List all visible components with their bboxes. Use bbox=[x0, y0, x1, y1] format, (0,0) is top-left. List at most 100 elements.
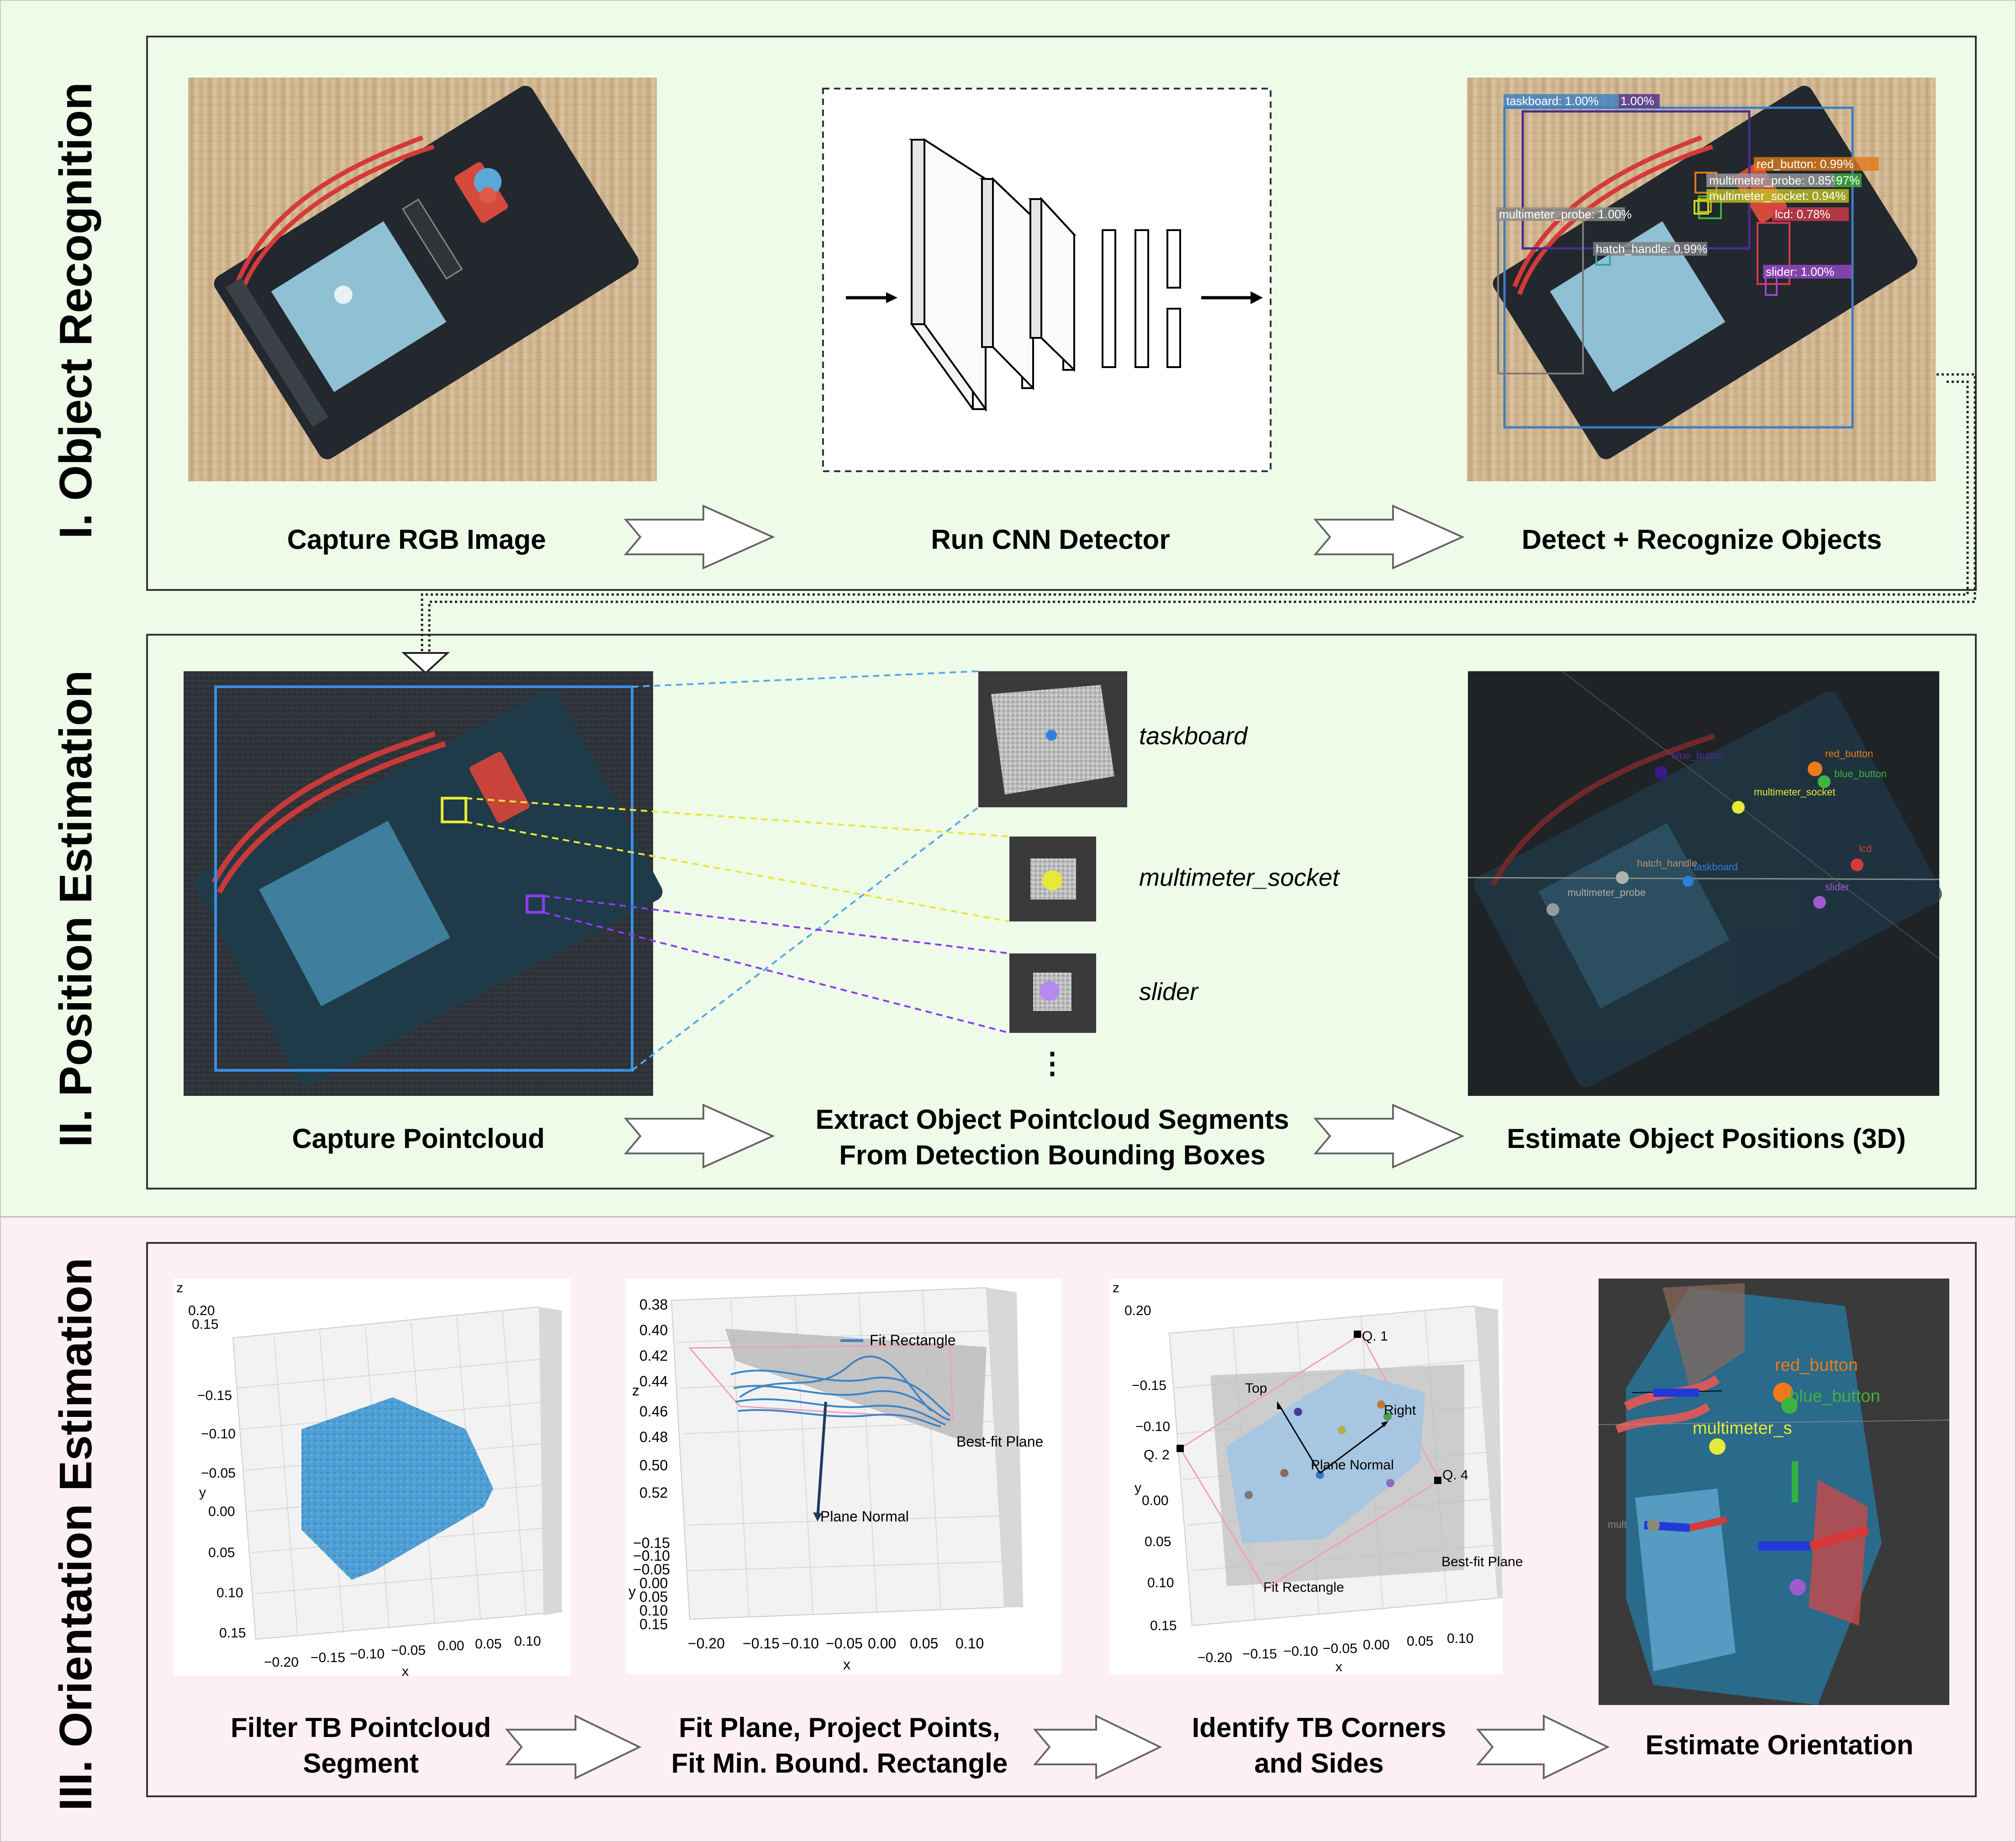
p2-zlabel: z bbox=[632, 1382, 639, 1399]
p2-normal-label: Plane Normal bbox=[820, 1508, 909, 1525]
p2-xtick: 0.00 bbox=[868, 1635, 896, 1652]
plot-filter-tb-segment: z 0.20 0.15 −0.15 −0.10 −0.05 0.00 0.05 … bbox=[174, 1279, 571, 1679]
p2-xtick: −0.10 bbox=[782, 1635, 819, 1652]
step-identify-corners-line1: Identify TB Corners bbox=[1192, 1712, 1446, 1743]
panel-orientation-estimation bbox=[146, 1242, 1977, 1797]
p2-ztick: 0.46 bbox=[639, 1403, 668, 1420]
plot-fit-plane: Fit Rectangle Best-fit Plane Plane Norma… bbox=[626, 1279, 1061, 1674]
p2-xtick: 0.10 bbox=[955, 1635, 984, 1652]
p3-right-label: Right bbox=[1384, 1403, 1416, 1418]
det-label-multimeter-probe-b: multimeter_probe: 1.00% bbox=[1499, 207, 1631, 221]
p1-ytick: −0.10 bbox=[201, 1426, 236, 1442]
p1-xtick: 0.00 bbox=[438, 1638, 464, 1653]
p2-ytick: −0.05 bbox=[633, 1561, 670, 1578]
p3-xtick: 0.05 bbox=[1407, 1634, 1433, 1649]
flow-arrow-icon bbox=[623, 504, 775, 570]
segment-label-multimeter-socket: multimeter_socket bbox=[1139, 864, 1340, 891]
p2-ztick: 0.38 bbox=[639, 1296, 668, 1313]
p2-plane-label: Best-fit Plane bbox=[956, 1433, 1043, 1450]
p1-ytick: −0.05 bbox=[201, 1466, 236, 1481]
p1-ylabel: y bbox=[199, 1485, 206, 1500]
pos-label-blue-button: blue_button bbox=[1834, 768, 1887, 779]
pos-label-slider: slider bbox=[1825, 881, 1849, 893]
pos-label-hatch-handle: hatch_handle bbox=[1637, 858, 1697, 869]
p1-ztop: 0.20 bbox=[188, 1303, 215, 1318]
p2-ylabel: y bbox=[628, 1583, 636, 1600]
p1-xtick: −0.15 bbox=[311, 1650, 345, 1665]
step-detect-recognize-objects: Detect + Recognize Objects bbox=[1522, 524, 1882, 555]
p1-xtick: 0.05 bbox=[475, 1637, 501, 1652]
p1-xtick: 0.10 bbox=[514, 1634, 541, 1649]
segment-slider bbox=[1009, 953, 1096, 1033]
det-label-taskboard: taskboard: 1.00% bbox=[1506, 94, 1599, 108]
det-label-hatch: 1.00% bbox=[1620, 94, 1654, 108]
panel-object-recognition bbox=[146, 36, 1977, 591]
pos-label-hatch: blue_button bbox=[1672, 750, 1724, 761]
segment-multimeter-socket bbox=[1009, 837, 1096, 921]
p3-ylabel: y bbox=[1135, 1480, 1141, 1495]
p1-xtick: −0.10 bbox=[350, 1647, 385, 1662]
p3-plane-label: Best-fit Plane bbox=[1441, 1554, 1523, 1569]
step-fit-plane-line2: Fit Min. Bound. Rectangle bbox=[671, 1748, 1008, 1779]
p2-ytick: −0.10 bbox=[633, 1547, 670, 1564]
step-capture-pointcloud: Capture Pointcloud bbox=[292, 1123, 544, 1154]
section-title-object-recognition: I. Object Recognition bbox=[50, 82, 101, 539]
det-label-hatch-handle: hatch_handle: 0.99% bbox=[1596, 242, 1707, 256]
pos-label-multimeter-probe: multimeter_probe bbox=[1567, 887, 1646, 898]
p1-ytick: 0.15 bbox=[219, 1626, 246, 1641]
flow-arrow-icon bbox=[1033, 1714, 1162, 1780]
p2-fit-rectangle-label: Fit Rectangle bbox=[870, 1332, 956, 1348]
p2-ztick: 0.48 bbox=[639, 1429, 668, 1445]
p2-xtick: −0.05 bbox=[826, 1635, 863, 1652]
step-identify-corners-line2: and Sides bbox=[1254, 1748, 1383, 1779]
p3-q1-label: Q. 1 bbox=[1362, 1329, 1388, 1344]
step-fit-plane-line1: Fit Plane, Project Points, bbox=[679, 1712, 1000, 1743]
p2-ytick: 0.00 bbox=[639, 1575, 668, 1591]
p1-zlabel: z bbox=[176, 1280, 183, 1295]
step-estimate-positions: Estimate Object Positions (3D) bbox=[1507, 1123, 1906, 1154]
plot-identify-corners: Q. 1 Q. 2 Q. 4 Top Right Plane Normal Be… bbox=[1110, 1279, 1523, 1674]
section-title-position-estimation: II. Position Estimation bbox=[50, 670, 101, 1147]
p3-zlabel: z bbox=[1113, 1280, 1119, 1295]
orientation-estimate-image: red_button blue_button multimeter_s mult bbox=[1598, 1279, 1950, 1705]
p3-normal-label: Plane Normal bbox=[1311, 1458, 1394, 1473]
p2-ztick: 0.50 bbox=[639, 1457, 668, 1474]
step-extract-segments-line1: Extract Object Pointcloud Segments bbox=[816, 1104, 1289, 1135]
pos-label-lcd: lcd bbox=[1859, 843, 1872, 854]
orient-label-blue-button: blue_button bbox=[1789, 1387, 1880, 1406]
p1-ztick: 0.15 bbox=[192, 1317, 218, 1332]
p1-ytick: 0.10 bbox=[216, 1585, 243, 1600]
p2-xtick: 0.05 bbox=[910, 1635, 938, 1652]
section-title-orientation-estimation: III. Orientation Estimation bbox=[50, 1258, 101, 1810]
step-filter-line1: Filter TB Pointcloud bbox=[231, 1712, 491, 1743]
segment-label-slider: slider bbox=[1139, 978, 1199, 1005]
p2-ztick: 0.42 bbox=[639, 1347, 668, 1364]
panel-position-estimation bbox=[146, 634, 1977, 1189]
p3-ytick: −0.15 bbox=[1132, 1378, 1166, 1393]
detection-image: taskboard: 1.00% 1.00% red_button: 0.99%… bbox=[1467, 78, 1936, 481]
rgb-image bbox=[188, 78, 657, 481]
det-label-slider: slider: 1.00% bbox=[1766, 265, 1834, 279]
p2-ytick: 0.05 bbox=[639, 1589, 668, 1605]
orient-label-red-button: red_button bbox=[1775, 1356, 1858, 1375]
p3-ytick: 0.05 bbox=[1145, 1534, 1171, 1549]
input-arrow-icon bbox=[846, 292, 897, 303]
segment-ellipsis: ⋮ bbox=[1038, 1047, 1067, 1079]
flow-arrow-icon bbox=[623, 1103, 775, 1169]
p3-xtick: −0.05 bbox=[1323, 1641, 1357, 1656]
orient-label-multimeter: multimeter_s bbox=[1693, 1419, 1792, 1438]
p2-ytick: 0.10 bbox=[639, 1602, 668, 1619]
pointcloud-image bbox=[184, 671, 663, 1096]
det-label-multimeter-socket: multimeter_socket: 0.94% bbox=[1709, 189, 1846, 203]
flow-arrow-icon bbox=[1313, 1103, 1465, 1169]
det-label-lcd: lcd: 0.78% bbox=[1775, 207, 1830, 221]
step-capture-rgb-image: Capture RGB Image bbox=[287, 524, 546, 555]
flow-arrow-icon bbox=[505, 1714, 642, 1780]
p3-ytick: 0.15 bbox=[1150, 1618, 1177, 1633]
p1-xlabel: x bbox=[402, 1664, 409, 1679]
det-label-multimeter-probe-a: multimeter_probe: 0.85% bbox=[1709, 174, 1842, 187]
p2-ytick: 0.15 bbox=[639, 1616, 668, 1632]
output-arrow-icon bbox=[1201, 291, 1263, 304]
step-run-cnn-detector: Run CNN Detector bbox=[931, 524, 1170, 555]
